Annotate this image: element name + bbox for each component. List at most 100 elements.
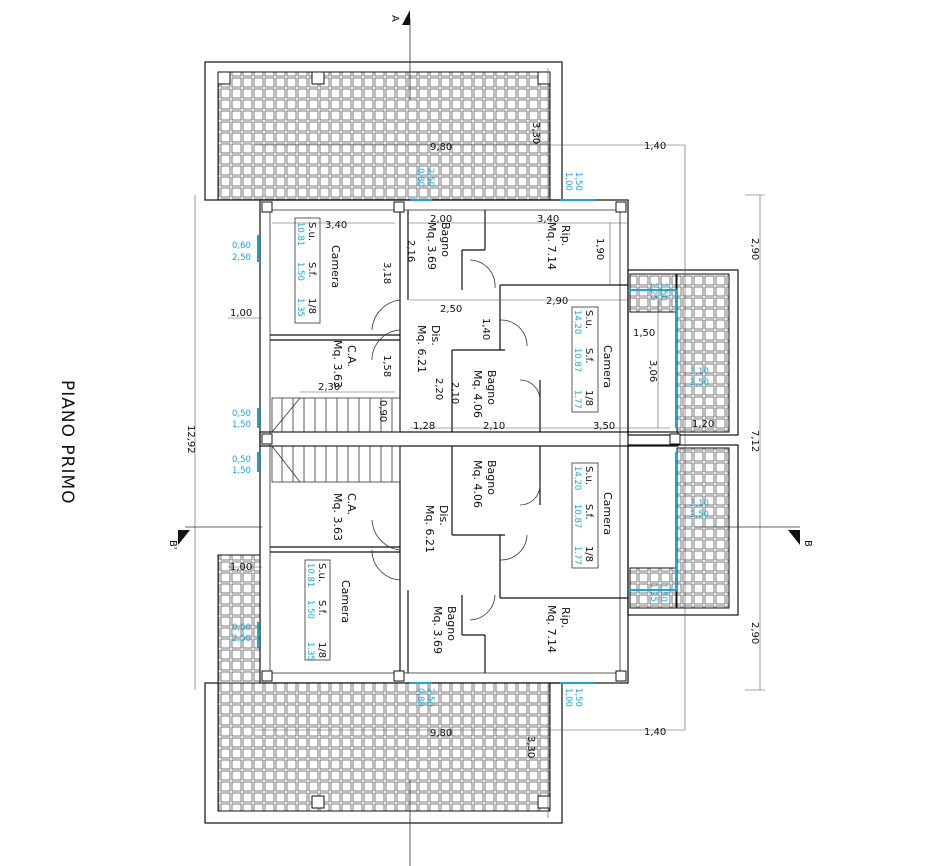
window-label: 1,50 <box>573 688 583 707</box>
sf-value: 1.50 <box>305 600 315 619</box>
terrace-north <box>204 61 563 201</box>
dimension-label: 9,80 <box>430 728 452 739</box>
dimension-label: 1,00 <box>230 562 252 573</box>
su-value: 10.81 <box>295 222 305 246</box>
window-label: 1,50 <box>232 466 251 476</box>
ratio-value: 1.35 <box>295 298 305 317</box>
ratio-label: 1/8 <box>583 546 594 562</box>
su-label: S.u. <box>316 563 327 582</box>
door-swings <box>371 259 541 621</box>
dimension-label: 2,90 <box>749 622 760 644</box>
dimension-label: 2,16 <box>405 240 416 262</box>
room-area: Mq. 7.14 <box>545 605 558 653</box>
window-label: 0,60 <box>232 623 251 633</box>
room-name: Camera <box>601 345 614 388</box>
room-name: Bagno <box>485 460 498 495</box>
dimension-label: 3,06 <box>647 360 658 382</box>
dimension-label: 9,80 <box>430 142 452 153</box>
terrace-east-south <box>627 444 739 616</box>
room-area: Mq. 3.69 <box>431 606 444 654</box>
dimension-label: 3,40 <box>325 220 347 231</box>
window-label: 1,50 <box>658 583 668 602</box>
sf-value: 10.87 <box>572 504 582 528</box>
sf-value: 10.87 <box>572 348 582 372</box>
room-name: Bagno <box>485 370 498 405</box>
dimension-label: 2,10 <box>449 382 460 404</box>
room-area: Mq. 6.21 <box>423 505 436 553</box>
window-label: 2,50 <box>232 253 251 263</box>
ratio-value: 1.77 <box>572 390 582 409</box>
room-name: C.A. <box>345 345 358 367</box>
window-label: 1,50 <box>573 172 583 191</box>
room-name: Bagno <box>445 606 458 641</box>
window-label: 2,50 <box>232 634 251 644</box>
su-value: 14.20 <box>572 310 582 334</box>
ratio-value: 1.77 <box>572 546 582 565</box>
sf-label: S.f. <box>306 262 317 278</box>
dimension-label: 3,18 <box>381 262 392 284</box>
window-label: 1,25 <box>648 583 658 602</box>
su-label: S.u. <box>583 310 594 329</box>
dimension-label: 2,10 <box>483 421 505 432</box>
room-name: C.A. <box>345 493 358 515</box>
terrace-west <box>217 554 261 684</box>
window-label: 0,50 <box>232 409 251 419</box>
ratio-label: 1/8 <box>316 642 327 658</box>
room-area: Mq. 6.21 <box>415 325 428 373</box>
ratio-label: 1/8 <box>306 298 317 314</box>
dimension-label: 1,40 <box>644 141 666 152</box>
room-name: Dis. <box>429 325 442 346</box>
window-label: 1,25 <box>648 282 658 301</box>
dimension-label: 2,20 <box>433 378 444 400</box>
terrace-east-north <box>627 269 739 436</box>
window-label: 3,10 <box>690 367 709 377</box>
window-label: 3,10 <box>690 499 709 509</box>
su-label: S.u. <box>306 222 317 241</box>
window-label: 2,50 <box>690 378 709 388</box>
room-area: Mq. 7.14 <box>545 222 558 270</box>
window-label: 1,00 <box>563 688 573 707</box>
dimension-label: 1,58 <box>381 355 392 377</box>
stairs <box>271 397 401 483</box>
dimension-label: 0,90 <box>377 400 388 422</box>
dimension-label: 1,40 <box>480 318 491 340</box>
ratio-value: 1.35 <box>305 642 315 661</box>
page-title: PIANO PRIMO <box>57 380 77 505</box>
windows <box>257 199 677 684</box>
window-label: 2,50 <box>425 168 435 187</box>
dimension-label: 1,00 <box>230 308 252 319</box>
dimension-label: 3,40 <box>537 214 559 225</box>
building-walls <box>259 199 681 684</box>
dimension-label: 2,90 <box>546 296 568 307</box>
window-label: 1,50 <box>232 420 251 430</box>
room-name: Camera <box>601 492 614 535</box>
su-value: 14.20 <box>572 466 582 490</box>
dimension-label: 1,40 <box>644 727 666 738</box>
window-label: 0,60 <box>232 241 251 251</box>
section-mark-b-prime: B' <box>167 540 178 550</box>
dimension-labels: 9,80 9,80 3,30 3,30 1,40 1,40 2,90 2,90 … <box>185 122 760 758</box>
sf-label: S.f. <box>583 348 594 364</box>
sf-label: S.f. <box>316 600 327 616</box>
room-area: Mq. 3.63 <box>331 340 344 388</box>
room-area: Mq. 4.06 <box>471 370 484 418</box>
dimension-label: 2,90 <box>749 238 760 260</box>
window-label: 0,50 <box>232 455 251 465</box>
room-area: Mq. 3.69 <box>425 222 438 270</box>
room-name: Dis. <box>437 505 450 526</box>
window-label: 1,50 <box>658 282 668 301</box>
dimension-label: 7,12 <box>749 430 760 452</box>
room-area: Mq. 3.63 <box>331 493 344 541</box>
room-area: Mq. 4.06 <box>471 460 484 508</box>
section-mark-a: A <box>389 15 400 22</box>
dimension-label: 2,00 <box>430 214 452 225</box>
ratio-label: 1/8 <box>583 390 594 406</box>
dimension-label: 3,30 <box>530 122 541 144</box>
window-label: 0,80 <box>415 688 425 707</box>
window-label: 1,00 <box>563 172 573 191</box>
room-name: Bagno <box>439 222 452 257</box>
su-value: 10.81 <box>305 563 315 587</box>
dimension-lines <box>178 10 800 866</box>
dimension-label: 12,92 <box>185 425 196 454</box>
